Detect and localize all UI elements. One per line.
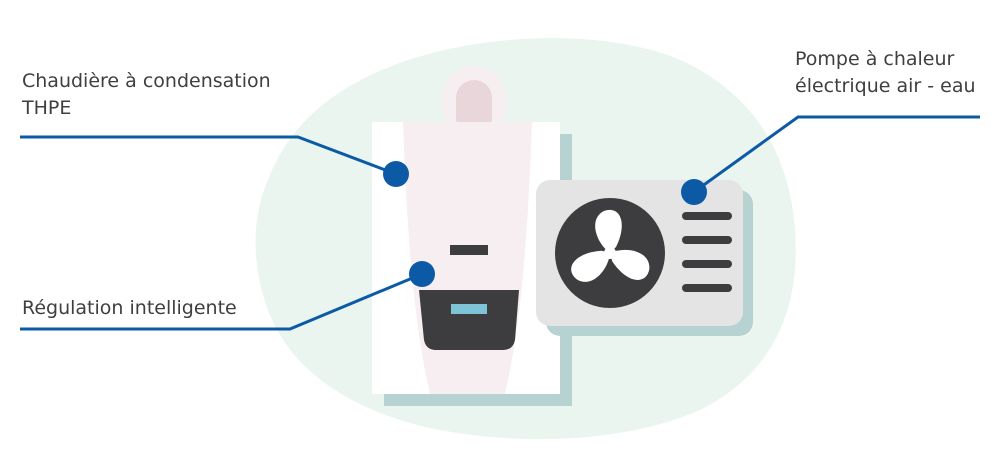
fan-blade	[595, 209, 622, 253]
callout-line-boiler	[20, 135, 397, 176]
fan-blade	[571, 250, 610, 282]
label-boiler: Chaudière à condensation THPE	[22, 70, 271, 119]
callout-dot-boiler	[383, 161, 409, 187]
boiler-display	[451, 304, 487, 314]
fan-icon	[555, 198, 665, 308]
vent-bar	[682, 284, 732, 292]
vent-bar	[682, 212, 732, 220]
fan-hub	[604, 247, 616, 259]
callout-line-regulation	[20, 272, 423, 331]
boiler-front-panel	[403, 122, 532, 394]
vent-bar	[682, 260, 732, 268]
boiler-control-panel	[419, 290, 519, 350]
callout-dot-regulation	[409, 261, 435, 287]
callout-dot-heatpump	[681, 179, 707, 205]
fan-blade	[610, 249, 650, 280]
label-heatpump: Pompe à chaleur électrique air - eau	[795, 48, 976, 97]
vent-bar	[682, 236, 732, 244]
heat-pump-unit-icon	[536, 180, 753, 336]
boiler-slot	[450, 245, 488, 255]
callout-line-heatpump	[693, 115, 980, 194]
label-regulation: Régulation intelligente	[22, 297, 237, 319]
